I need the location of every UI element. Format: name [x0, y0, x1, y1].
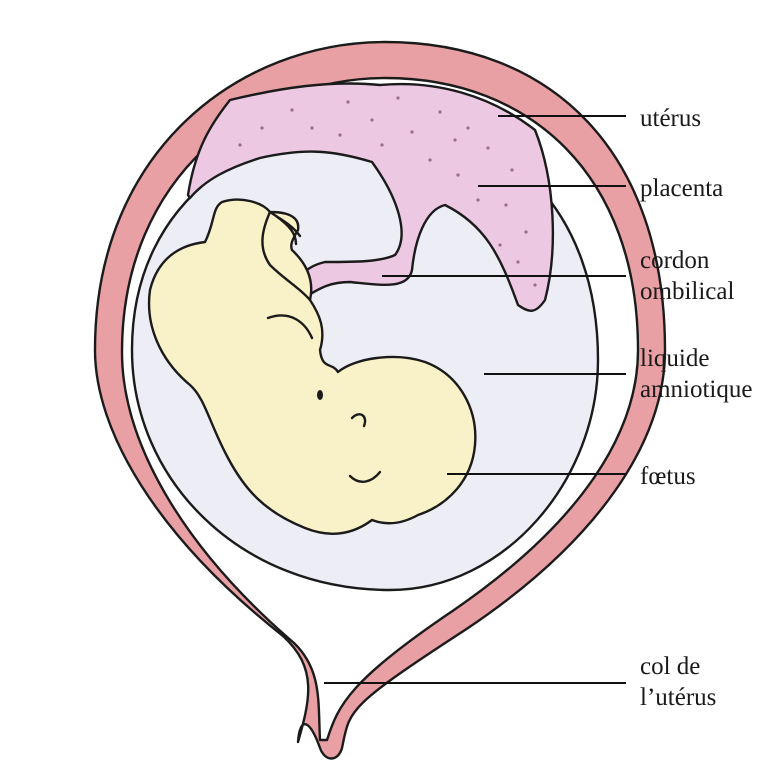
label-liquide-line1: liquide	[640, 345, 709, 372]
label-foetus: fœtus	[640, 463, 696, 490]
label-uterus: utérus	[640, 105, 701, 132]
label-cordon-line1: cordon	[640, 247, 710, 274]
label-liquide-line2: amniotique	[640, 376, 752, 403]
label-col-line2: l’utérus	[640, 684, 716, 711]
foetus-eye	[317, 390, 323, 400]
label-placenta: placenta	[640, 175, 723, 202]
label-cordon-line2: ombilical	[640, 278, 734, 305]
label-col-line1: col de	[640, 653, 700, 680]
